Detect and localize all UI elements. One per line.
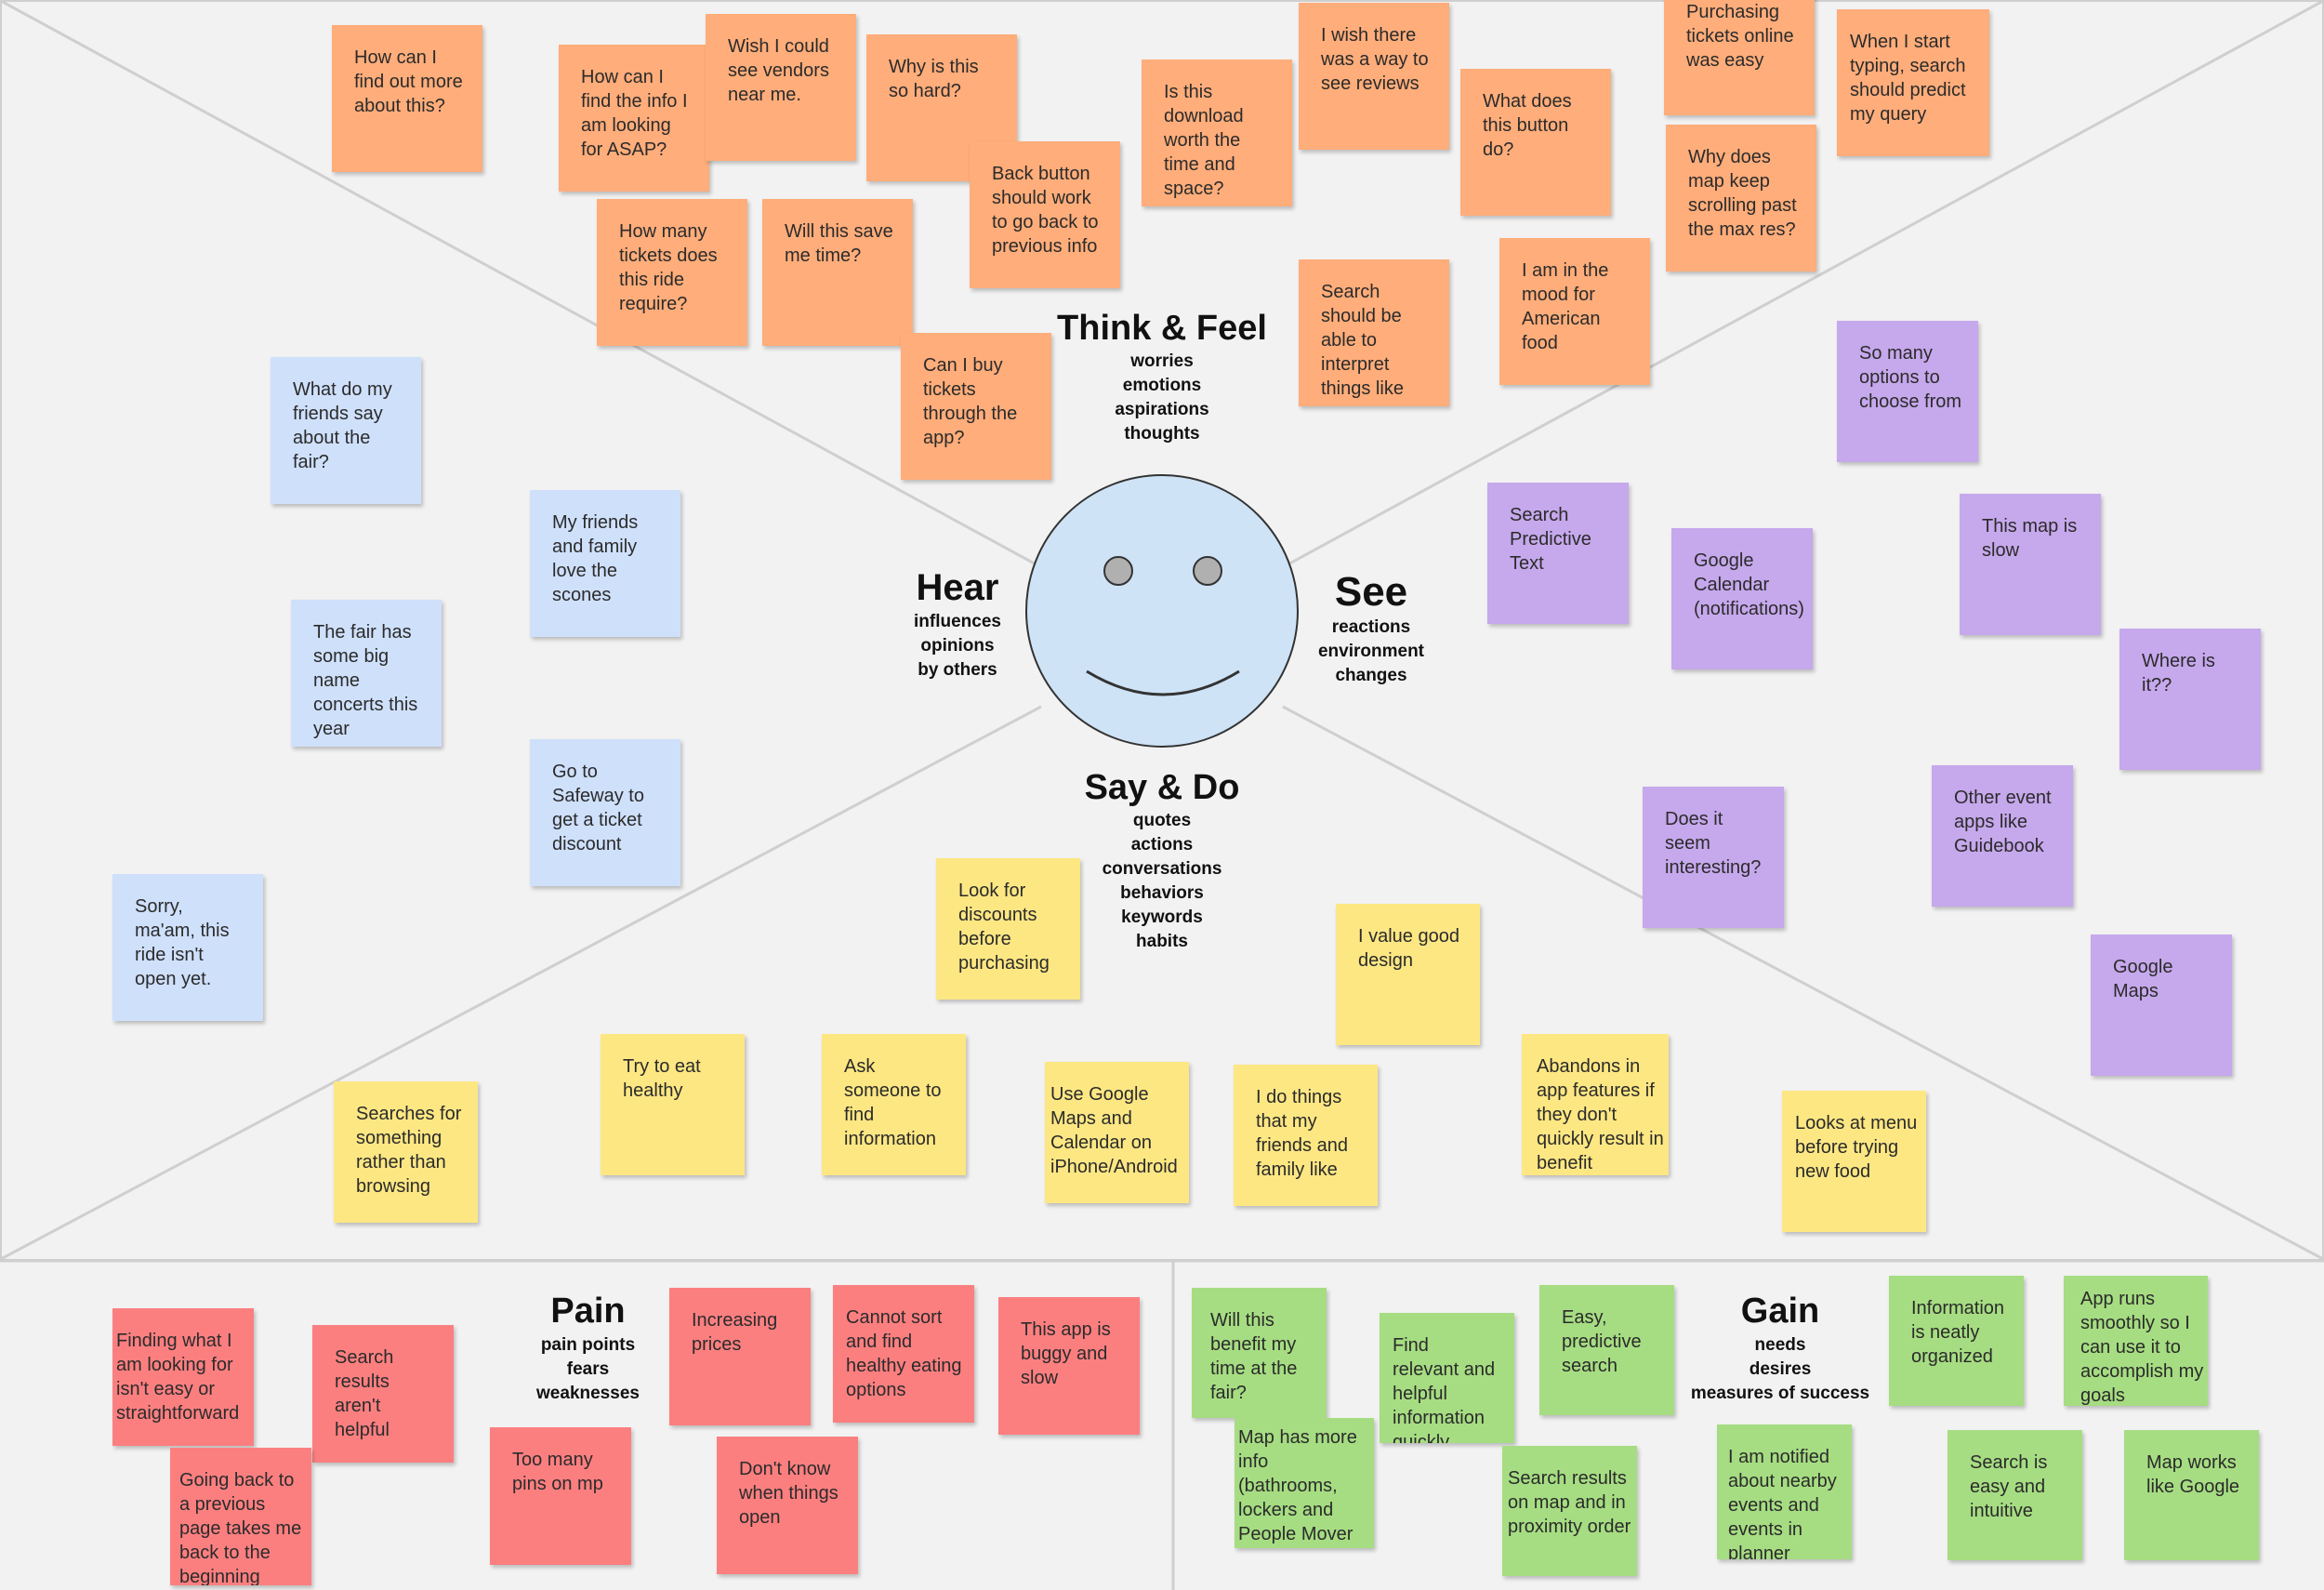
say-note[interactable]: Look for discounts before purchasing xyxy=(936,858,1080,1000)
hear-note[interactable]: What do my friends say about the fair? xyxy=(271,357,421,504)
think-note[interactable]: Search should be able to interpret thing… xyxy=(1299,259,1449,406)
think-note[interactable]: I wish there was a way to see reviews xyxy=(1299,3,1449,150)
see-note[interactable]: Where is it?? xyxy=(2119,629,2261,770)
hear-title: Hear xyxy=(916,567,999,608)
say-note[interactable]: I value good design xyxy=(1336,904,1480,1045)
see-note[interactable]: So many options to choose from xyxy=(1837,321,1978,462)
gain-note[interactable]: Information is neatly organized xyxy=(1889,1276,2024,1406)
think-note[interactable]: Why does map keep scrolling past the max… xyxy=(1666,125,1816,272)
see-label: See reactions environment changes xyxy=(1306,569,1436,688)
think-note[interactable]: Wish I could see vendors near me. xyxy=(706,14,856,161)
gain-note[interactable]: Map has more info (bathrooms, lockers an… xyxy=(1235,1418,1374,1548)
gain-note[interactable]: Search is easy and intuitive xyxy=(1948,1430,2082,1560)
say-do-label: Say & Do quotes actions conversations be… xyxy=(1046,766,1278,954)
hear-note[interactable]: My friends and family love the scones xyxy=(530,490,680,637)
pain-note[interactable]: Search results aren't helpful xyxy=(312,1325,454,1463)
see-note[interactable]: This map is slow xyxy=(1960,494,2101,635)
think-feel-label: Think & Feel worries emotions aspiration… xyxy=(1032,307,1292,446)
gain-note[interactable]: Find relevant and helpful information qu… xyxy=(1380,1313,1514,1443)
pain-label: Pain pain points fears weaknesses xyxy=(507,1289,669,1406)
think-note[interactable]: What does this button do? xyxy=(1460,69,1611,216)
gain-note[interactable]: App runs smoothly so I can use it to acc… xyxy=(2064,1276,2208,1406)
think-note[interactable]: How can I find out more about this? xyxy=(332,25,482,172)
think-note[interactable]: Purchasing tickets online was easy xyxy=(1664,0,1815,115)
see-note[interactable]: Does it seem interesting? xyxy=(1643,787,1784,928)
think-note[interactable]: Can I buy tickets through the app? xyxy=(901,333,1051,480)
pain-note[interactable]: Increasing prices xyxy=(669,1288,811,1425)
say-note[interactable]: Abandons in app features if they don't q… xyxy=(1522,1034,1669,1175)
think-note[interactable]: Is this download worth the time and spac… xyxy=(1142,60,1292,206)
pain-note[interactable]: Going back to a previous page takes me b… xyxy=(170,1448,311,1585)
hear-label: Hear influences opinions by others xyxy=(892,565,1023,682)
gain-note[interactable]: I am notified about nearby events and ev… xyxy=(1717,1424,1852,1559)
gain-title: Gain xyxy=(1740,1292,1820,1331)
think-note[interactable]: I am in the mood for American food xyxy=(1499,238,1650,385)
see-note[interactable]: Google Calendar (notifications) xyxy=(1671,528,1813,669)
pain-note[interactable]: Cannot sort and find healthy eating opti… xyxy=(833,1285,974,1423)
pain-note[interactable]: This app is buggy and slow xyxy=(998,1297,1140,1435)
smiley-face-icon xyxy=(1025,474,1299,748)
say-note[interactable]: Looks at menu before trying new food xyxy=(1782,1091,1926,1232)
gain-note[interactable]: Map works like Google xyxy=(2124,1430,2259,1560)
say-note[interactable]: Ask someone to find information xyxy=(822,1034,966,1175)
pain-note[interactable]: Too many pins on mp xyxy=(490,1427,631,1565)
gain-note[interactable]: Search results on map and in proximity o… xyxy=(1502,1446,1637,1576)
pain-note[interactable]: Finding what I am looking for isn't easy… xyxy=(112,1308,254,1446)
think-feel-title: Think & Feel xyxy=(1057,309,1267,348)
say-note[interactable]: Try to eat healthy xyxy=(601,1034,745,1175)
gain-label: Gain needs desires measures of success xyxy=(1678,1289,1882,1406)
pain-title: Pain xyxy=(550,1292,626,1331)
see-note[interactable]: Search Predictive Text xyxy=(1487,483,1629,624)
say-note[interactable]: Use Google Maps and Calendar on iPhone/A… xyxy=(1045,1062,1189,1203)
think-note[interactable]: Back button should work to go back to pr… xyxy=(970,141,1120,288)
see-note[interactable]: Google Maps xyxy=(2091,934,2232,1076)
gain-note[interactable]: Will this benefit my time at the fair? xyxy=(1192,1288,1327,1418)
say-do-title: Say & Do xyxy=(1084,768,1240,807)
think-note[interactable]: Will this save me time? xyxy=(762,199,913,346)
think-note[interactable]: How can I find the info I am looking for… xyxy=(559,45,709,192)
say-note[interactable]: I do things that my friends and family l… xyxy=(1234,1065,1378,1206)
gain-note[interactable]: Easy, predictive search xyxy=(1539,1285,1674,1415)
think-note[interactable]: How many tickets does this ride require? xyxy=(597,199,747,346)
see-title: See xyxy=(1334,569,1408,615)
hear-note[interactable]: Sorry, ma'am, this ride isn't open yet. xyxy=(112,874,263,1021)
pain-note[interactable]: Don't know when things open xyxy=(717,1437,858,1574)
hear-note[interactable]: Go to Safeway to get a ticket discount xyxy=(530,739,680,886)
think-note[interactable]: When I start typing, search should predi… xyxy=(1837,9,1989,156)
see-note[interactable]: Other event apps like Guidebook xyxy=(1932,765,2073,907)
say-note[interactable]: Searches for something rather than brows… xyxy=(334,1081,478,1223)
hear-note[interactable]: The fair has some big name concerts this… xyxy=(291,600,442,747)
